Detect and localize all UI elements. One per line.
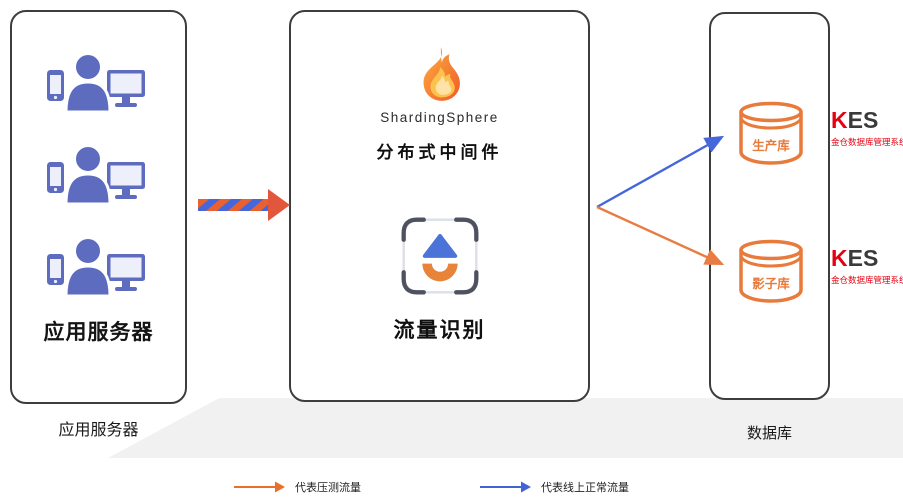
middleware-panel: ShardingSphere 分布式中间件 流量识别 — [289, 10, 590, 402]
middleware-subtitle: 分布式中间件 — [376, 143, 503, 162]
orange-stress-traffic-arrow — [596, 205, 725, 266]
kes-vendor-text: 金仓数据库管理系统 — [831, 275, 903, 285]
kes-logo-es: ES — [847, 107, 879, 133]
blue-normal-traffic-arrow — [596, 135, 725, 209]
user-list — [12, 12, 185, 306]
kes-logo: KES — [831, 109, 903, 132]
caption-database: 数据库 — [746, 425, 792, 442]
shardingsphere-flame-icon — [423, 47, 460, 101]
blue-arrow-icon — [480, 481, 531, 493]
app-server-panel: 应用服务器 — [10, 10, 187, 404]
production-db-label: 生产库 — [752, 139, 790, 153]
user-workstation-icon — [46, 144, 145, 206]
database-cylinder-icon — [739, 101, 803, 165]
kes-vendor-text: 金仓数据库管理系统 — [831, 137, 903, 147]
legend-stress-traffic: 代表压测流量 — [233, 479, 361, 495]
production-db-unit: 生产库 KES 金仓数据库管理系统 — [727, 101, 903, 177]
app-server-panel-label: 应用服务器 — [43, 321, 154, 344]
shadow-db-unit: 影子库 KES 金仓数据库管理系统 — [727, 239, 903, 315]
user-workstation-icon — [46, 52, 145, 114]
kes-logo-k: K — [831, 245, 848, 271]
database-panel — [709, 12, 830, 400]
legend-stress-label: 代表压测流量 — [295, 482, 361, 494]
kes-logo-k: K — [831, 107, 848, 133]
orange-arrow-icon — [234, 481, 285, 493]
kes-brand-block: KES 金仓数据库管理系统 — [831, 109, 903, 148]
striped-stress-traffic-arrow — [198, 189, 290, 221]
legend-normal-traffic: 代表线上正常流量 — [479, 479, 629, 495]
shardingsphere-wordmark: ShardingSphere — [380, 110, 499, 125]
kes-brand-block: KES 金仓数据库管理系统 — [831, 247, 903, 286]
database-cylinder-icon — [739, 239, 803, 303]
shadow-db-label: 影子库 — [752, 277, 790, 291]
caption-app-server: 应用服务器 — [58, 422, 139, 439]
traffic-recognition-label: 流量识别 — [393, 319, 486, 342]
kes-logo-es: ES — [847, 245, 879, 271]
legend-normal-label: 代表线上正常流量 — [541, 482, 629, 494]
kes-logo: KES — [831, 247, 903, 270]
user-workstation-icon — [46, 236, 145, 298]
background-band — [108, 398, 903, 458]
traffic-recognition-scan-icon — [401, 217, 478, 295]
